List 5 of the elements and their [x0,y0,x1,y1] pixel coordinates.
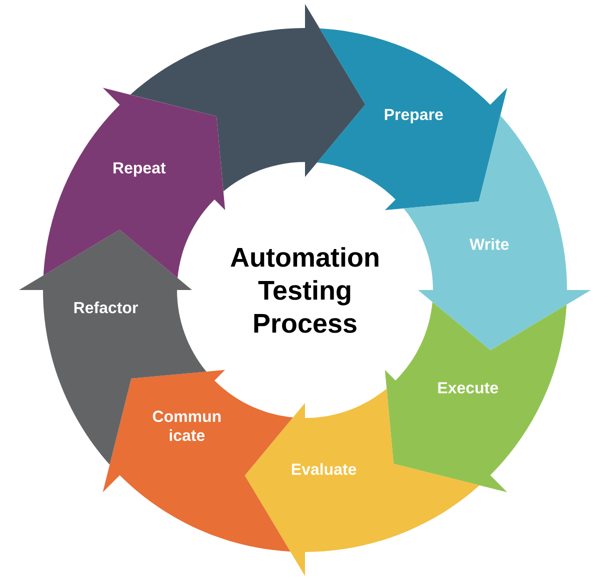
arrow-segment: Repeat [43,88,226,278]
arrow-segment: Commun icate [102,370,293,552]
title: Automation Testing Process [230,247,378,333]
arrow-segment: Execute [384,302,567,492]
arrow-segment: Prepare [317,28,508,210]
